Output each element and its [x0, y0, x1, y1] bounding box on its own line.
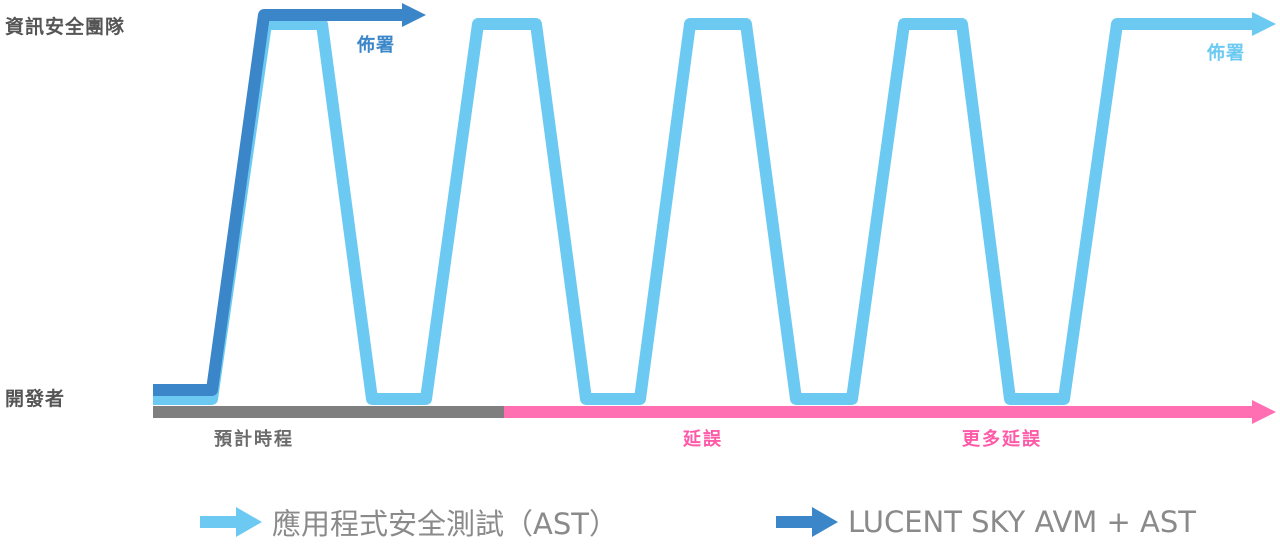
ast-path [153, 18, 1254, 405]
delay-label: 延誤 [683, 429, 723, 450]
avm-arrowhead [402, 3, 426, 27]
ast-arrowhead [1252, 12, 1276, 36]
avm-deploy-label: 佈署 [357, 35, 395, 56]
developer-label: 開發者 [5, 388, 66, 410]
delay-arrowhead [1252, 400, 1276, 424]
delay-bar [504, 406, 1256, 418]
legend-ast: 應用程式安全測試（AST） [200, 500, 618, 544]
planned-schedule-label: 預計時程 [214, 429, 294, 450]
avm-path [153, 9, 404, 396]
planned-schedule-bar [153, 406, 505, 418]
legend-avm: LUCENT SKY AVM + AST [776, 500, 1196, 544]
legend-ast-label: 應用程式安全測試（AST） [272, 507, 618, 541]
legend-avm-label: LUCENT SKY AVM + AST [848, 505, 1196, 539]
more-delay-label: 更多延誤 [962, 429, 1042, 450]
legend-avm-arrow-icon [776, 507, 838, 537]
legend-ast-arrow-icon [200, 507, 262, 537]
ast-deploy-label: 佈署 [1207, 43, 1245, 64]
security-team-label: 資訊安全團隊 [5, 16, 126, 38]
